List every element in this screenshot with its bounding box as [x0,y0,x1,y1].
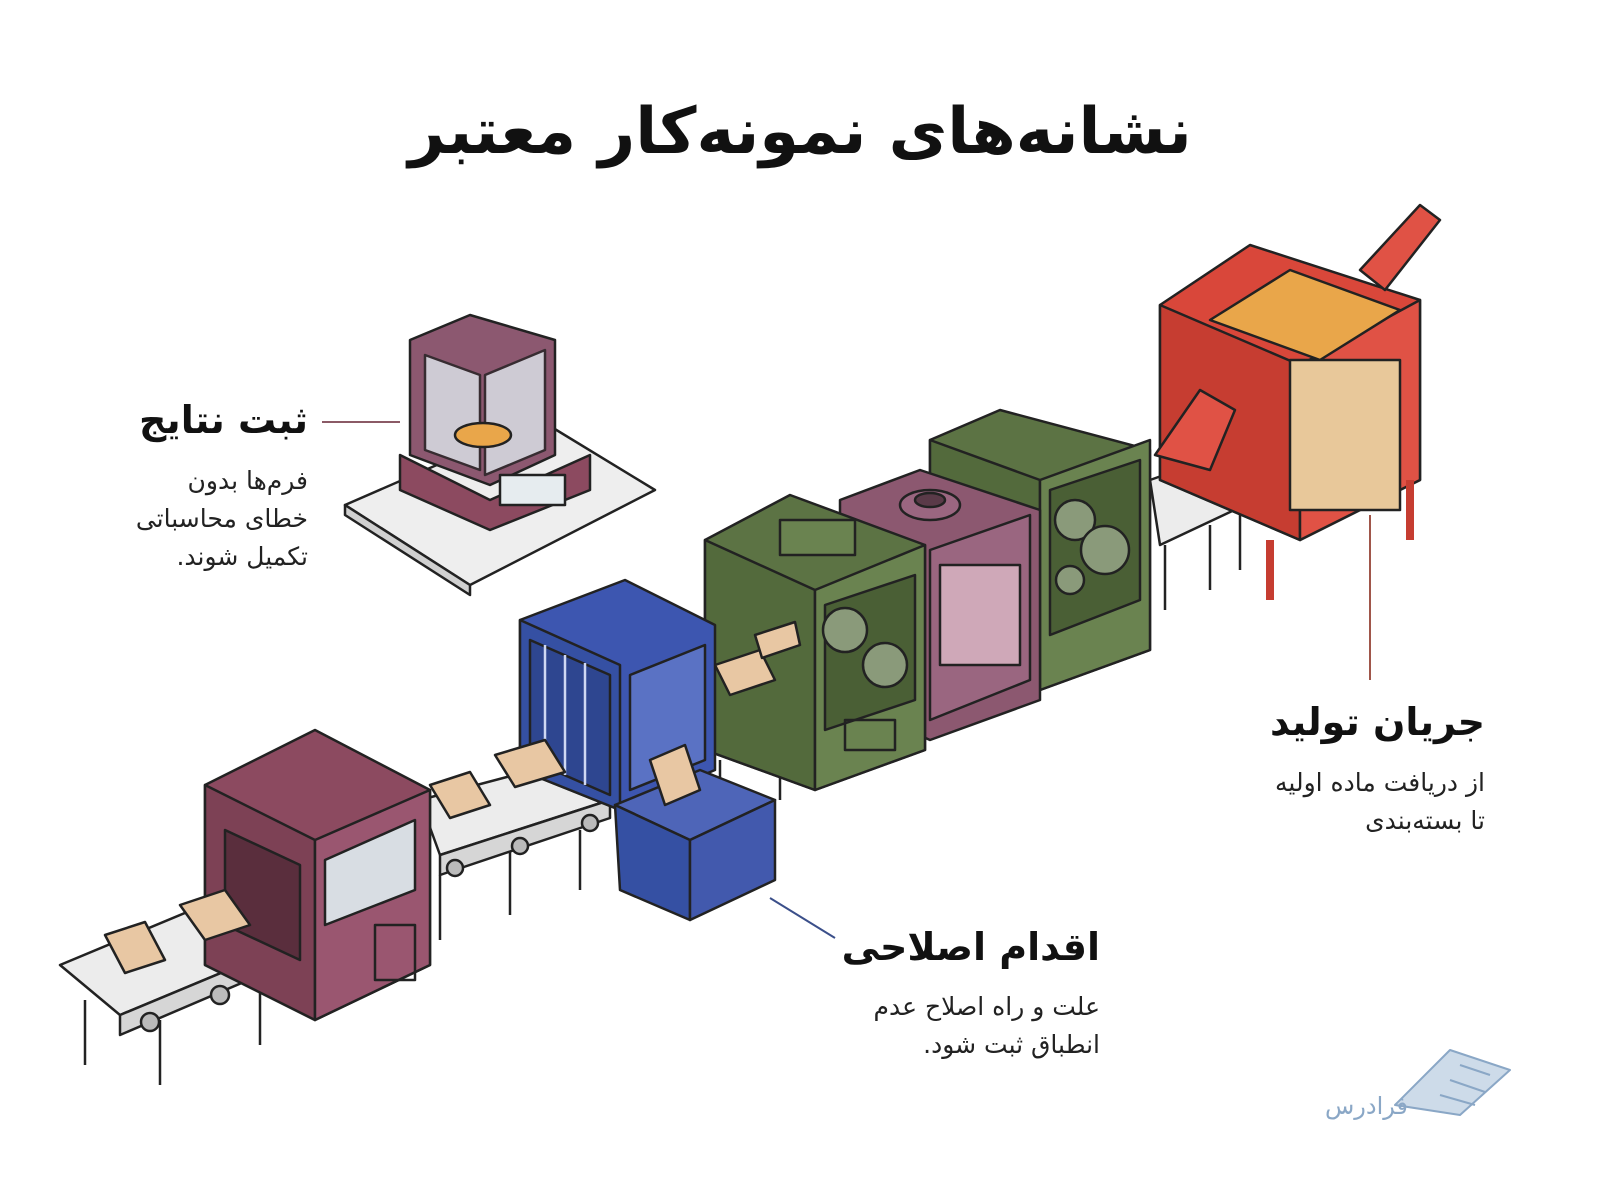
raw-material-hopper [1153,203,1442,600]
bags-outfeed [103,888,252,975]
brand-logo-text[interactable]: فرادرس [1325,1092,1408,1120]
flow-line: تا بسته‌بندی [1365,806,1485,835]
results-line: خطای محاسباتی [135,504,308,533]
precision-balance [343,313,657,597]
flow-heading: جریان تولید [1269,700,1485,744]
corrective-description: علت و راه اصلاح عدم انطباق ثبت شود. [874,988,1100,1064]
corrective-connector [769,897,836,939]
corrective-heading: اقدام اصلاحی [841,925,1100,969]
flow-description: از دریافت ماده اولیه تا بسته‌بندی [1275,764,1485,840]
results-line: تکمیل شوند. [176,542,308,571]
results-description: فرم‌ها بدون خطای محاسباتی تکمیل شوند. [136,462,308,576]
packing-machine [203,728,432,1022]
results-heading: ثبت نتایج [139,398,308,442]
flow-line: از دریافت ماده اولیه [1275,768,1485,797]
results-line: فرم‌ها بدون [187,466,308,495]
bags-front [428,738,567,820]
corrective-line: انطباق ثبت شود. [923,1030,1100,1059]
page-title: نشانه‌های نمونه‌کار معتبر [408,95,1192,169]
reject-bin [613,743,777,922]
gear-machine-front [703,493,927,792]
book-grid-icon [1394,1049,1511,1116]
bags-middle [713,620,802,697]
corrective-line: علت و راه اصلاح عدم [873,992,1100,1021]
